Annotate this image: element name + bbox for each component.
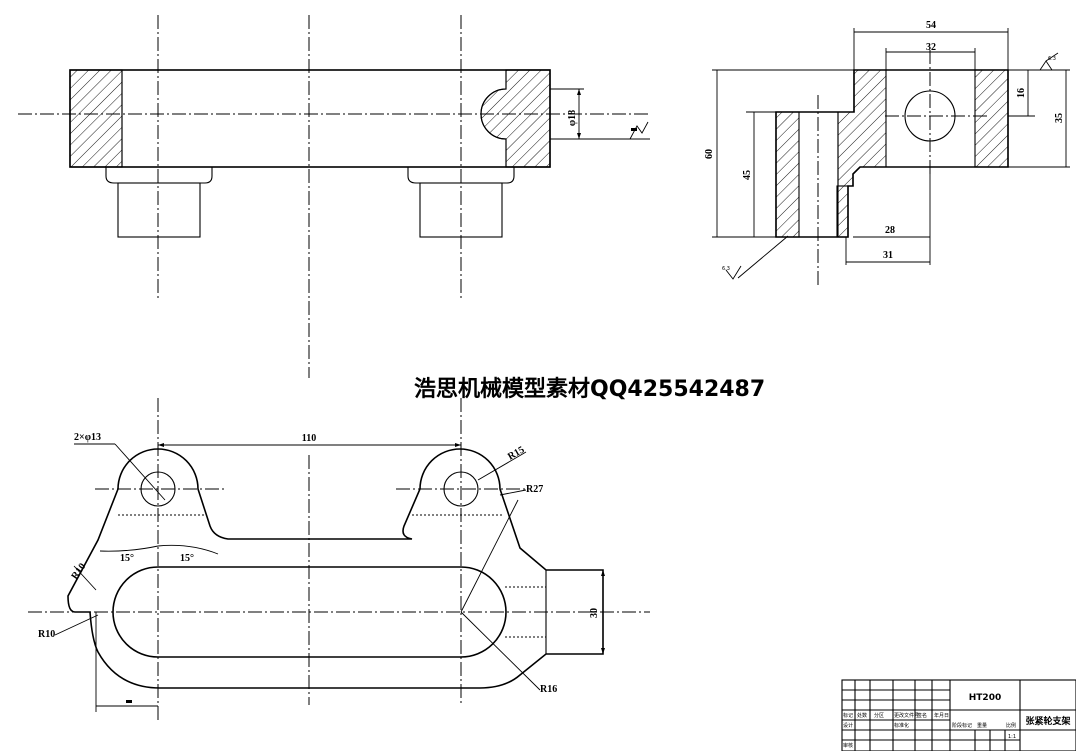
title-block-scale-label: 比例: [1006, 722, 1016, 729]
side-roughness-top-label: 6.3: [1048, 56, 1056, 62]
title-block-col-label: 签名: [917, 712, 927, 719]
title-block-part-name: 张紧轮支架: [1025, 715, 1070, 727]
side-view: 54 32 16 35 6.3 60 45 28 31: [704, 20, 1070, 285]
top-r16-label: R16: [540, 684, 557, 695]
top-dim-30: 30: [589, 608, 600, 618]
side-dim-45: 45: [742, 170, 753, 180]
title-block-col-label: 标记: [843, 712, 853, 719]
front-hole-arc: [480, 88, 507, 140]
front-view: φ18: [18, 15, 650, 378]
top-span-dim-label: 110: [302, 433, 316, 444]
title-block-col-label: 年月日: [934, 712, 949, 719]
front-body-outline: [69, 69, 551, 168]
side-dim-31: 31: [883, 250, 893, 261]
side-body-outline: [775, 69, 1009, 238]
side-dim-16: 16: [1016, 88, 1027, 98]
top-r27-label: R27: [526, 484, 543, 495]
title-block-col-label: 更改文件号: [894, 712, 919, 719]
title-block-design-label: 设计: [843, 722, 853, 729]
side-roughness-bottom: [725, 265, 742, 280]
top-view: 2×φ13 110 R15 R27 R16 30 15° 15° R10 R10: [28, 398, 650, 720]
side-roughness-bottom-label: 6.3: [722, 266, 730, 272]
front-surface-mark: [629, 121, 649, 140]
top-r15-label: R15: [506, 444, 526, 462]
side-hole-circle: [904, 90, 956, 142]
front-section-left-hatch: [69, 69, 123, 168]
side-dim-35: 35: [1054, 113, 1065, 123]
front-section-right-hatch: [480, 69, 551, 168]
front-boss-left-flange: [105, 167, 213, 184]
top-surface-mark: [126, 700, 132, 703]
side-dim-54: 54: [926, 20, 936, 31]
title-block-review-label: 审核: [843, 742, 853, 749]
top-hole-dim-label: 2×φ13: [74, 432, 101, 443]
title-block-weight-label: 重量: [977, 722, 987, 729]
title-block-scale-value: 1:1: [1008, 734, 1016, 740]
title-block-stage-label: 阶段标记: [952, 722, 972, 729]
watermark-text: 浩思机械模型素材QQ425542487: [414, 376, 765, 402]
title-block-col-label: 处数: [857, 712, 867, 719]
top-hole-left: [140, 471, 176, 507]
title-block: HT200 张紧轮支架 标记 处数 分区 更改文件号 签名 年月日 设计 标准化…: [841, 679, 1076, 751]
top-r10b-label: R10: [38, 629, 55, 640]
top-outer-outline: [67, 448, 604, 689]
front-boss-left: [117, 182, 201, 238]
top-inner-slot: [112, 566, 507, 658]
side-dim-28: 28: [885, 225, 895, 236]
front-hole-dim-label: φ18: [567, 110, 578, 126]
top-angle-left-label: 15°: [120, 553, 134, 564]
side-dim-60: 60: [704, 149, 715, 159]
title-block-col-label: 分区: [874, 712, 884, 719]
side-dim-32: 32: [926, 42, 936, 53]
front-boss-right: [419, 182, 503, 238]
top-angle-right-label: 15°: [180, 553, 194, 564]
side-roughness-top: [1039, 52, 1059, 71]
title-block-std-label: 标准化: [894, 722, 909, 729]
title-block-material: HT200: [969, 693, 1001, 703]
top-hole-right: [443, 471, 479, 507]
